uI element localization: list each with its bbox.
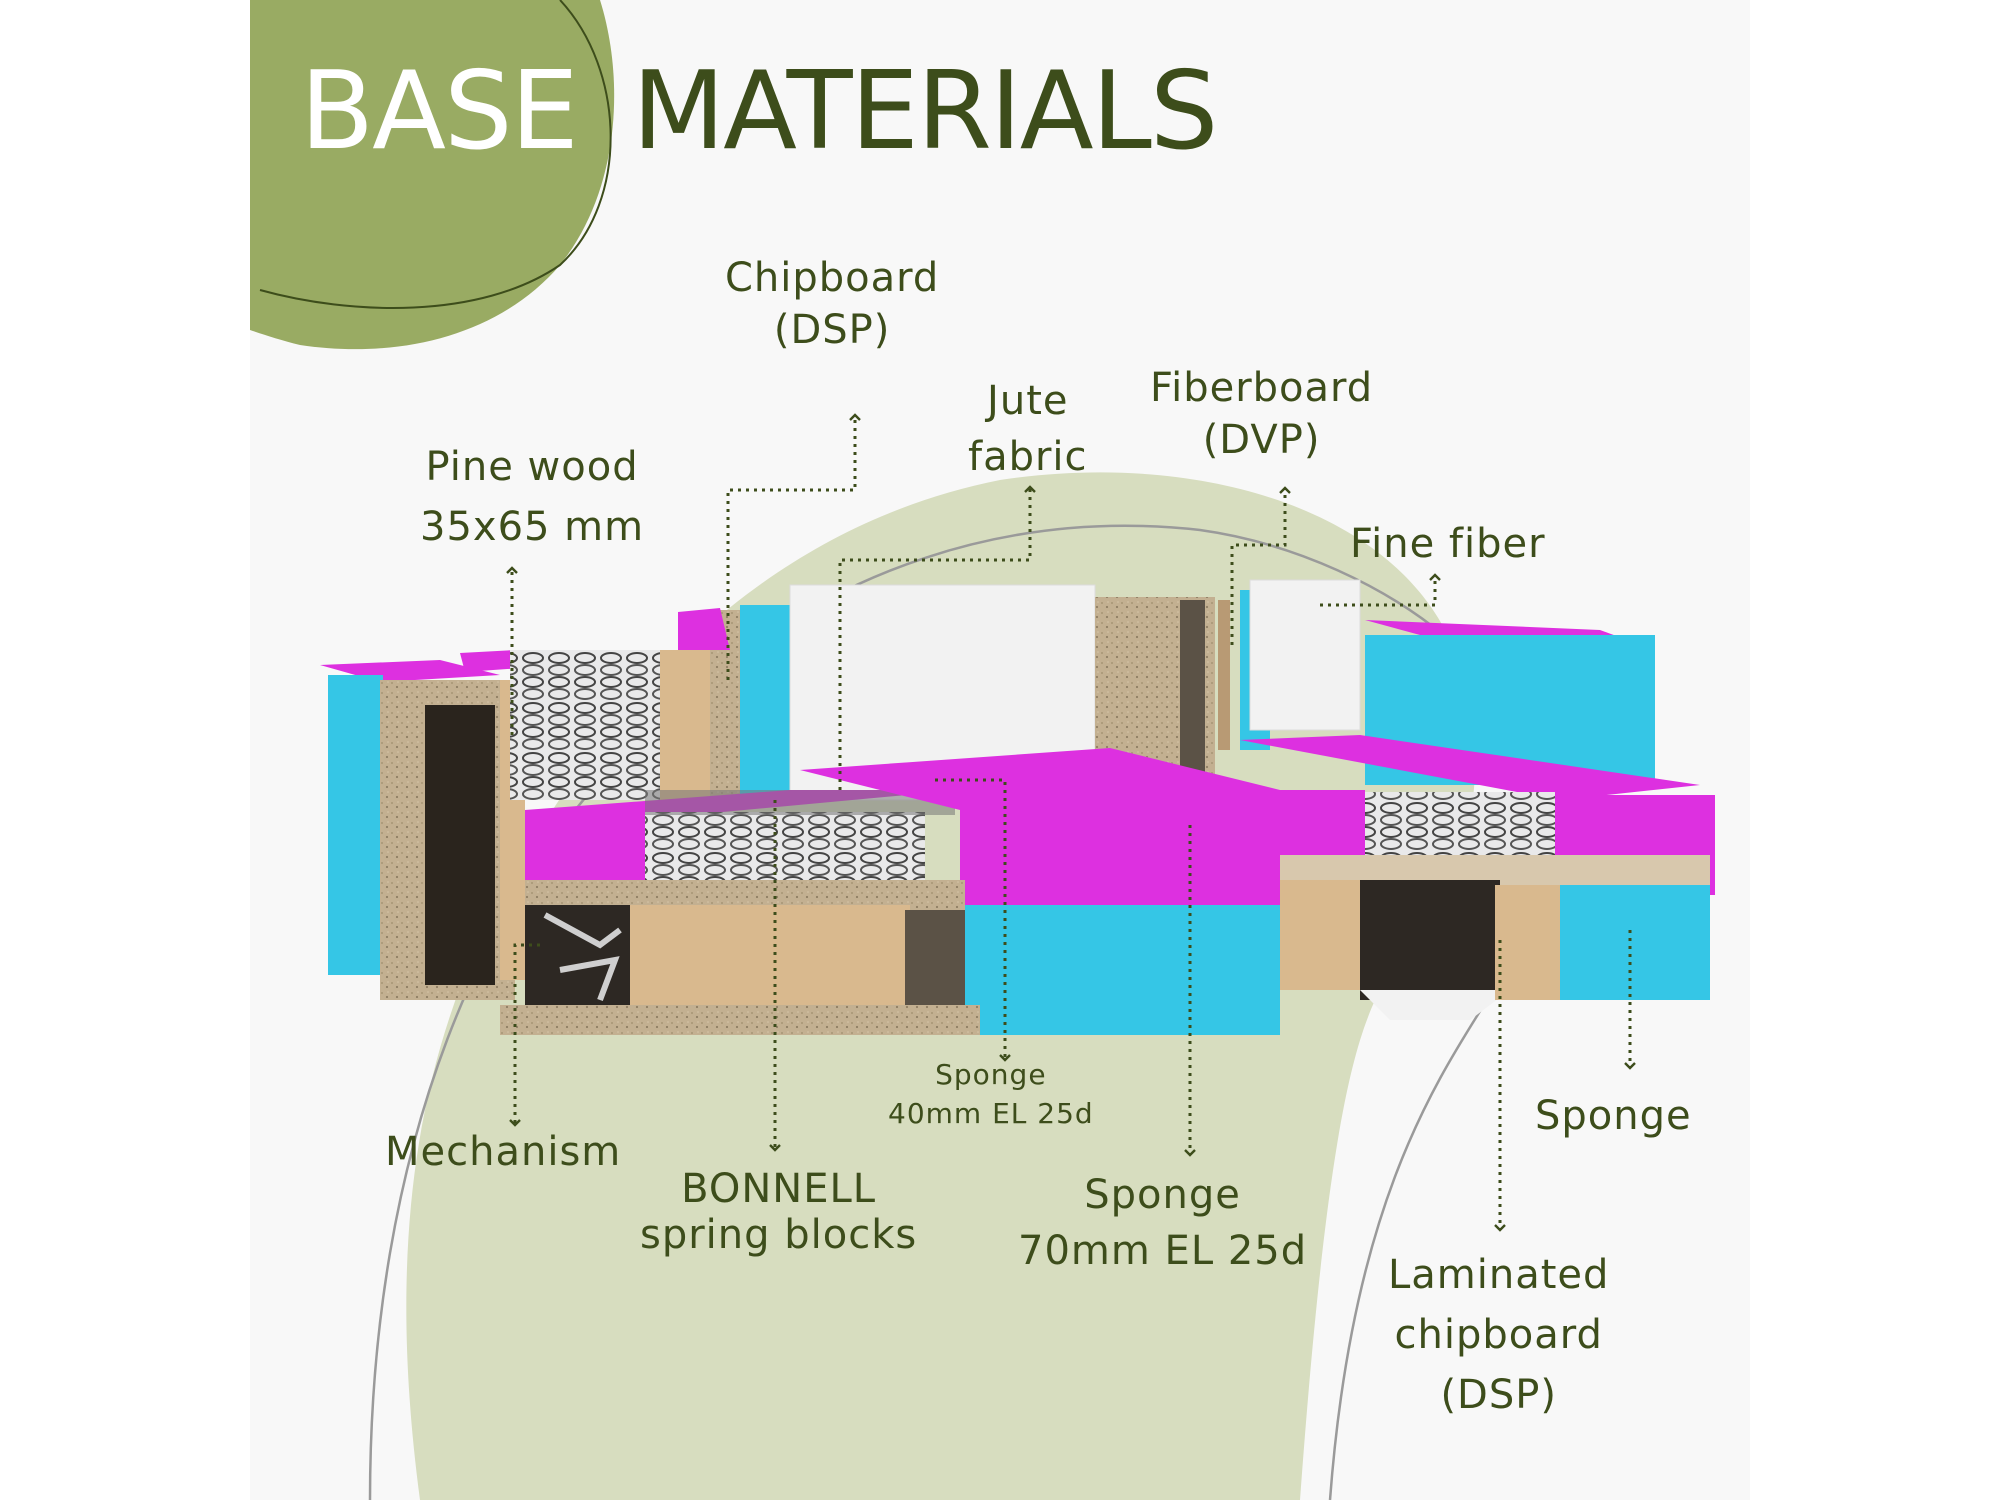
- label-jute-fabric: Jute fabric: [968, 378, 1088, 480]
- back-spring-section: [510, 650, 670, 800]
- label-bonnell-spring-blocks: BONNELL spring blocks: [640, 1166, 918, 1258]
- label-chipboard-top: Chipboard (DSP): [725, 255, 940, 353]
- base-center-cyan: [965, 905, 1280, 1035]
- left-armrest-cavity: [425, 705, 495, 985]
- leader-fine-fiber: [1320, 573, 1441, 607]
- base-right-cavity: [1360, 880, 1500, 1000]
- back-white-right: [1249, 579, 1361, 731]
- base-right-pine: [1495, 885, 1560, 1000]
- label-mechanism: Mechanism: [385, 1129, 622, 1175]
- label-sponge-right: Sponge: [1535, 1093, 1692, 1139]
- label-sponge-40mm: Sponge 40mm EL 25d: [888, 1058, 1094, 1131]
- back-column-cyan: [740, 605, 790, 795]
- title-materials: MATERIALS: [632, 49, 1218, 174]
- base-right-frame: [1280, 880, 1360, 990]
- back-column-foam: [678, 608, 730, 650]
- leader-mechanism: [509, 943, 540, 1127]
- label-sponge-70mm: Sponge 70mm EL 25d: [1018, 1172, 1308, 1274]
- base-right-cyan: [1560, 885, 1710, 1000]
- base-left-floor-board: [500, 1005, 980, 1035]
- leader-sponge-40: [935, 778, 1011, 1062]
- label-fiberboard: Fiberboard (DVP): [1150, 365, 1374, 463]
- label-fine-fiber: Fine fiber: [1350, 521, 1546, 567]
- title-base: BASE: [300, 49, 579, 174]
- mechanism-parts: [543, 912, 622, 1002]
- back-fiberboard-strip: [1218, 600, 1230, 750]
- label-laminated-chipboard: Laminated chipboard (DSP): [1388, 1252, 1610, 1418]
- seat-right-springs: [1365, 792, 1555, 867]
- seat-right-top-foam: [1240, 735, 1700, 800]
- left-armrest-cyan-foam: [328, 675, 383, 975]
- seat-center-side-foam: [960, 790, 1280, 905]
- title-circle: [250, 0, 615, 350]
- leader-fiberboard: [1230, 486, 1291, 645]
- base-mechanism-area: [525, 905, 635, 1020]
- leader-jute: [838, 485, 1036, 790]
- title-circle-outline: [259, 0, 612, 309]
- label-pine-wood: Pine wood 35x65 mm: [420, 444, 645, 550]
- leader-chipboard-top: [726, 413, 861, 680]
- base-drawer-slot: [905, 910, 965, 1020]
- back-pine-frame: [660, 650, 710, 800]
- base-right-white-floor: [1360, 990, 1510, 1020]
- back-top-foam: [460, 650, 522, 672]
